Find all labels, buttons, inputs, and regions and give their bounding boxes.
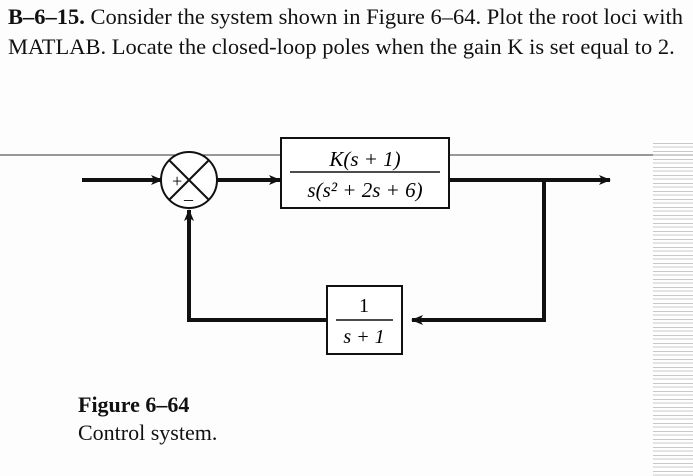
feedback-path-right: [411, 180, 546, 325]
figure-title: Control system.: [78, 420, 218, 445]
plus-sign: +: [172, 171, 182, 191]
problem-statement: B–6–15. Consider the system shown in Fig…: [8, 2, 688, 62]
scan-edge-artifact: [653, 140, 693, 476]
feedback-numerator: 1: [359, 295, 369, 317]
figure-label: Figure 6–64: [78, 392, 190, 417]
forward-denominator: s(s² + 2s + 6): [307, 178, 422, 202]
forward-block: K(s + 1) s(s² + 2s + 6): [280, 137, 450, 209]
feedback-block: 1 s + 1: [326, 285, 403, 355]
problem-text: Consider the system shown in Figure 6–64…: [8, 4, 683, 59]
feedback-path-left: [184, 209, 327, 322]
feedback-denominator: s + 1: [343, 326, 384, 348]
minus-sign: –: [183, 189, 194, 209]
problem-number: B–6–15.: [8, 4, 85, 29]
forward-numerator: K(s + 1): [328, 147, 400, 171]
summing-junction: + –: [160, 151, 218, 209]
